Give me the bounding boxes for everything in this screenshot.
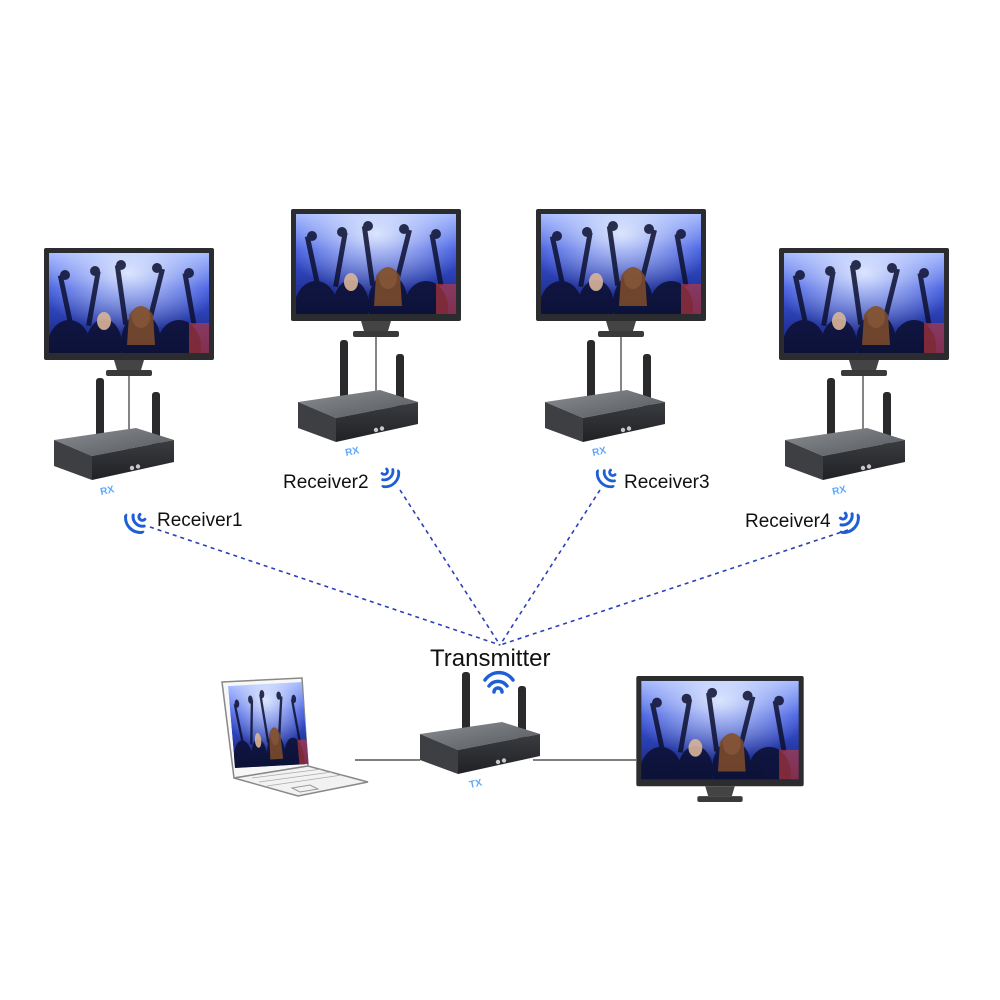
receiver4-monitor bbox=[779, 248, 949, 376]
link-receiver1 bbox=[149, 526, 501, 646]
transmitter-label: Transmitter bbox=[430, 645, 551, 672]
link-receiver3 bbox=[499, 489, 601, 646]
receiver3-device: RX bbox=[545, 340, 665, 459]
wifi-signal-icon bbox=[374, 462, 405, 493]
receiver2-badge: RX bbox=[344, 445, 360, 459]
wifi-signal-icon bbox=[832, 506, 865, 539]
link-receiver2 bbox=[399, 489, 501, 646]
receiver1-device: RX bbox=[54, 378, 174, 498]
receiver1-badge: RX bbox=[99, 484, 115, 498]
wireless-links bbox=[149, 489, 849, 646]
link-receiver4 bbox=[499, 529, 849, 646]
receiver2-device: RX bbox=[298, 340, 418, 459]
wifi-signal-icon bbox=[483, 670, 515, 694]
receiver1-monitor bbox=[44, 248, 214, 376]
receiver3-badge: RX bbox=[591, 445, 607, 459]
wifi-signal-icon bbox=[591, 462, 622, 493]
transmitter-device: TX bbox=[420, 672, 540, 791]
transmitter-badge: TX bbox=[468, 777, 483, 790]
receiver2-monitor bbox=[291, 209, 461, 337]
receiver1-label: Receiver1 bbox=[157, 510, 243, 531]
receiver4-label: Receiver4 bbox=[745, 511, 831, 532]
wifi-signal-icon bbox=[119, 506, 152, 539]
receiver3-monitor bbox=[536, 209, 706, 337]
receiver3-label: Receiver3 bbox=[624, 472, 710, 493]
receiver4-badge: RX bbox=[831, 484, 847, 498]
receiver2-label: Receiver2 bbox=[283, 472, 369, 493]
receiver4-device: RX bbox=[785, 378, 905, 498]
laptop bbox=[222, 678, 368, 796]
source-monitor bbox=[636, 676, 803, 802]
